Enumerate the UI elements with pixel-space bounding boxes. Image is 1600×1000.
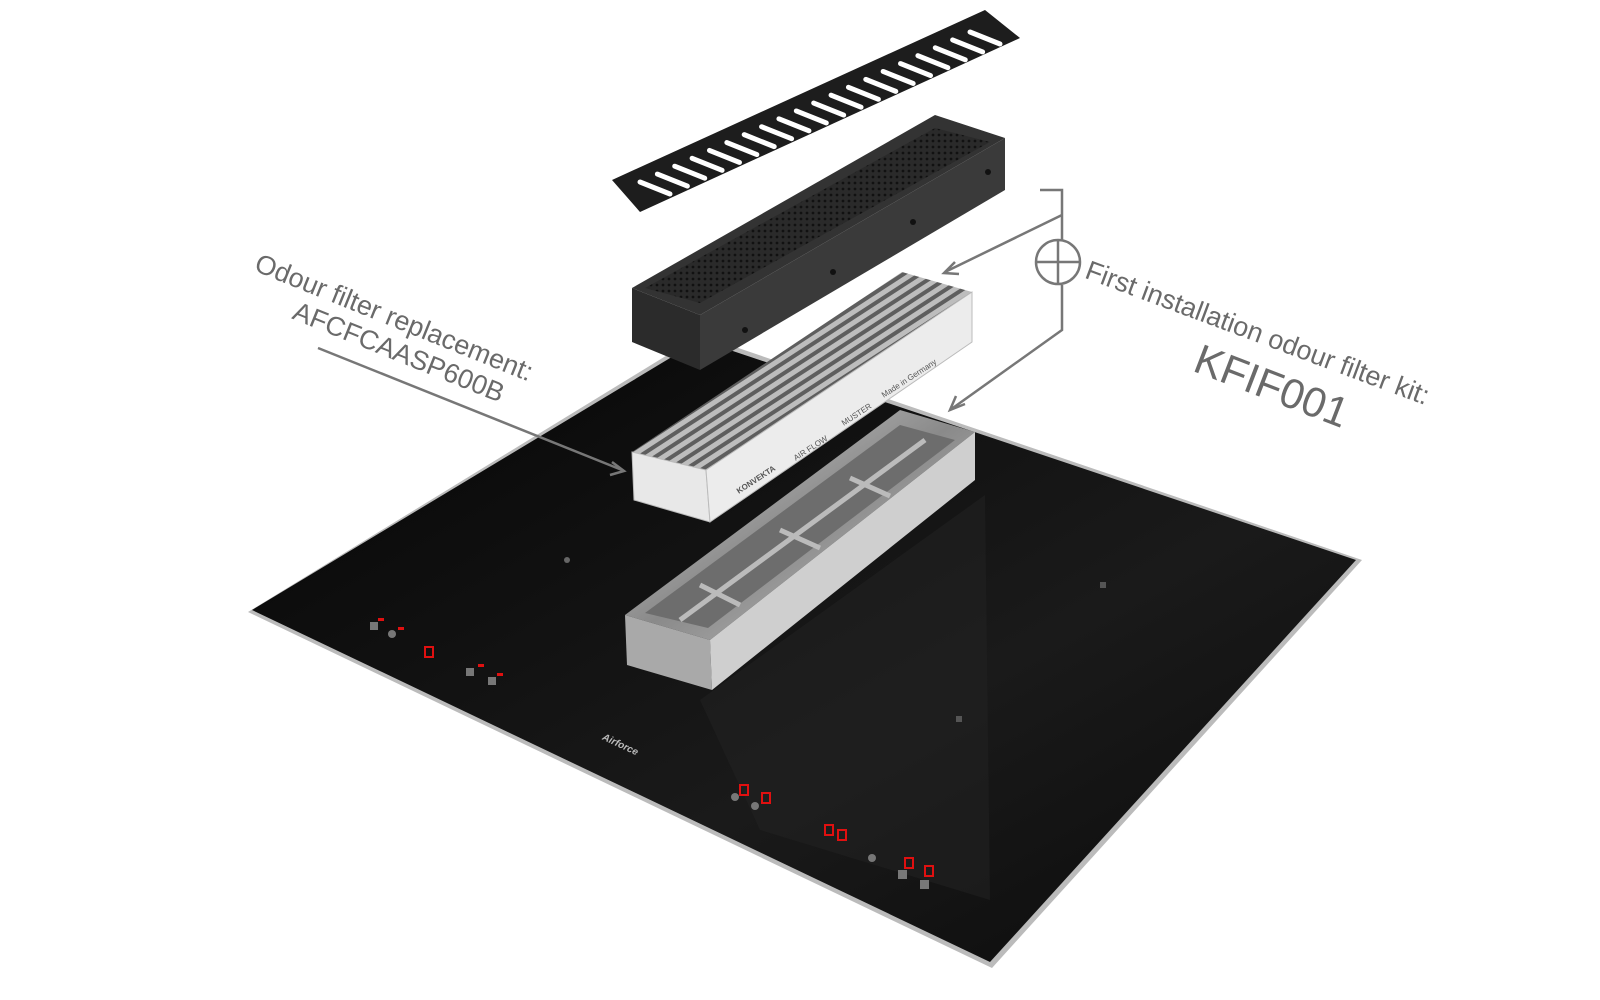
replacement-arrow [317, 346, 623, 472]
vent-grille [612, 10, 1020, 212]
grille-slot [741, 132, 777, 150]
grille-slot [828, 92, 864, 110]
grille-slot [845, 84, 881, 102]
kit-bracket-top [1040, 188, 1064, 240]
odour-filter [631, 272, 973, 523]
grille-slot [689, 155, 725, 173]
grille-slot [811, 100, 847, 118]
control-panel-right [731, 784, 934, 889]
control-panel-left [370, 618, 503, 685]
callout-lines [317, 188, 1082, 477]
grille-slot [654, 171, 690, 189]
carbon-filter-housing [632, 115, 1005, 370]
grille-slot [880, 68, 916, 86]
stainless-steel-tray [625, 410, 975, 690]
grille-slot [672, 163, 708, 181]
grille-slot [759, 124, 795, 142]
grille-slot [724, 140, 760, 158]
grille-slot [706, 147, 742, 165]
grille-slot [776, 116, 812, 134]
grille-slot [932, 45, 968, 63]
induction-hob [248, 335, 1362, 968]
grille-slot [637, 179, 673, 197]
arrowhead [609, 461, 627, 477]
grille-slot [915, 53, 951, 71]
grille-slot [898, 61, 934, 79]
grille-slot [950, 37, 986, 55]
grille-slot [863, 76, 899, 94]
grille-slot [793, 108, 829, 126]
arrowhead [947, 395, 966, 413]
arrowhead [941, 261, 960, 276]
extractor-vent-reflection [700, 495, 990, 900]
grille-slot [967, 29, 1003, 47]
